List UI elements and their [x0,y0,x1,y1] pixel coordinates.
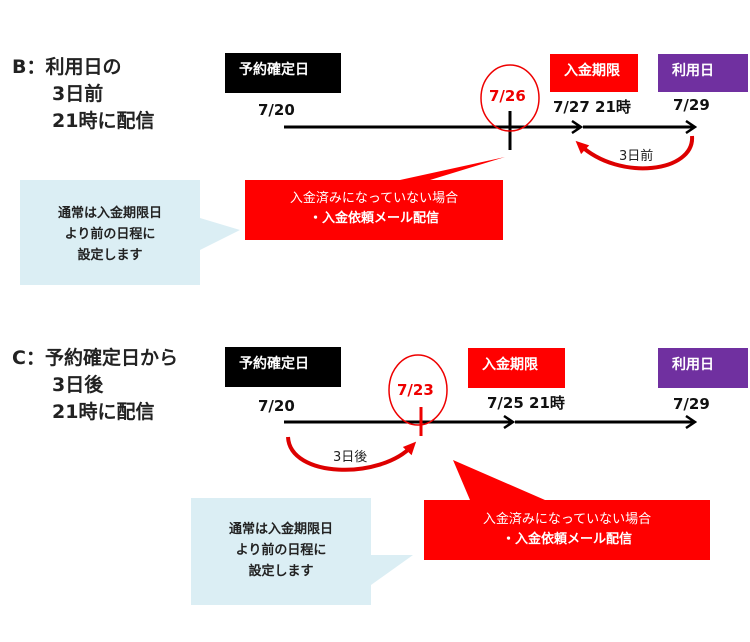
blue-callout-c: 通常は入金期限日 より前の日程に 設定します [191,519,371,582]
start-date-c: 7/20 [258,397,295,415]
offset-arrow-c [286,436,417,472]
red-callout-c: 入金済みになっていない場合 ・入金依頼メール配信 [424,510,710,550]
use-date-c: 7/29 [673,395,710,413]
deadline-box-b: 入金期限 [550,54,638,92]
callout-line: ・入金依頼メール配信 [308,211,439,226]
send-date-b: 7/26 [489,87,526,105]
send-date-c: 7/23 [397,381,434,399]
use-date-box-c: 利用日 [658,348,748,388]
callout-line: 通常は入金期限日 [228,522,333,537]
callout-line: 通常は入金期限日 [57,206,162,221]
offset-label-b: 3日前 [619,149,654,164]
title-line: C：予約確定日から [12,347,178,369]
section-c-title: C：予約確定日から 3日後 21時に配信 [12,345,178,426]
blue-callout-b: 通常は入金期限日 より前の日程に 設定します [20,203,200,266]
booking-date-box-c: 予約確定日 [225,347,341,387]
callout-line: より前の日程に [64,227,156,242]
offset-label-c: 3日後 [333,450,368,465]
timeline-b [20,64,695,285]
title-line: 3日前 [52,83,104,105]
section-b-title: B：利用日の 3日前 21時に配信 [12,54,154,135]
blue-callout-b-shape [20,180,240,285]
send-date-circle-b [480,64,540,132]
deadline-box-c: 入金期限 [468,348,565,388]
callout-line: 設定します [248,564,314,579]
deadline-date-b: 7/27 21時 [553,98,631,116]
title-line: B：利用日の [12,56,122,78]
offset-arrow-b [575,135,695,171]
deadline-date-c: 7/25 21時 [487,394,565,412]
red-callout-b: 入金済みになっていない場合 ・入金依頼メール配信 [245,189,503,229]
callout-line: 入金済みになっていない場合 [482,512,652,527]
callout-line: ・入金依頼メール配信 [501,532,632,547]
timeline-c [191,354,710,605]
red-callout-b-shape [245,157,505,240]
callout-line: より前の日程に [235,543,327,558]
callout-line: 入金済みになっていない場合 [289,191,459,206]
booking-date-box-b: 予約確定日 [225,53,341,93]
use-date-b: 7/29 [673,96,710,114]
blue-callout-c-shape [191,498,413,605]
red-callout-c-shape [424,460,710,560]
start-date-b: 7/20 [258,101,295,119]
use-date-box-b: 利用日 [658,54,748,92]
title-line: 21時に配信 [52,110,155,132]
title-line: 3日後 [52,374,104,396]
title-line: 21時に配信 [52,401,155,423]
callout-line: 設定します [77,248,143,263]
send-date-circle-c [388,354,448,426]
